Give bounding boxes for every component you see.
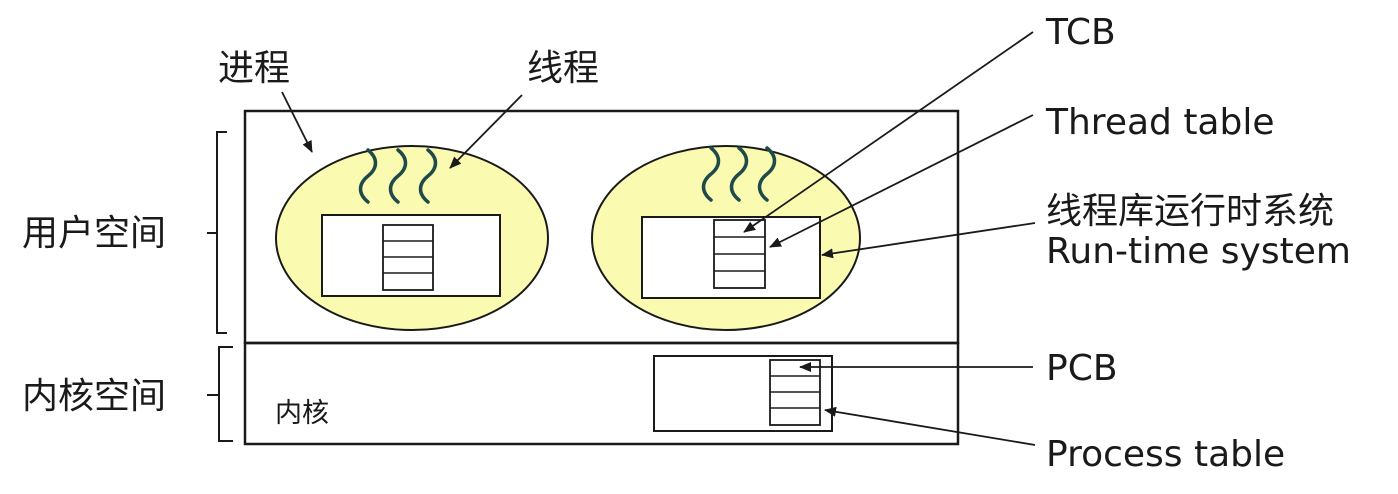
- label-runtime-cn: 线程库运行时系统: [1046, 191, 1334, 232]
- arrow-tcb: [743, 31, 1034, 233]
- arrow-thread: [449, 94, 523, 169]
- label-kernel: 内核: [275, 398, 329, 429]
- arrow-process: [281, 91, 313, 153]
- label-kernel-space: 内核空间: [22, 376, 166, 417]
- user-space-bracket: [207, 131, 227, 334]
- kernel-space-box: [243, 341, 960, 446]
- arrow-thread-table: [769, 114, 1034, 248]
- kernel-space-bracket: [207, 346, 233, 442]
- arrow-runtime: [821, 222, 1036, 259]
- label-tcb: TCB: [1045, 12, 1116, 53]
- thread-table-right: [713, 219, 766, 289]
- label-process: 进程: [218, 48, 290, 89]
- label-process-table: Process table: [1046, 434, 1285, 475]
- thread-table-left: [382, 224, 434, 291]
- arrow-process-table: [824, 406, 1036, 446]
- label-thread: 线程: [527, 48, 599, 89]
- label-pcb: PCB: [1046, 348, 1118, 389]
- label-user-space: 用户空间: [22, 213, 166, 254]
- thread-waves-right: [701, 146, 777, 202]
- label-thread-table: Thread table: [1045, 102, 1275, 143]
- label-runtime-en: Run-time system: [1046, 231, 1351, 272]
- process-table: [769, 359, 821, 426]
- thread-waves-left: [358, 148, 438, 204]
